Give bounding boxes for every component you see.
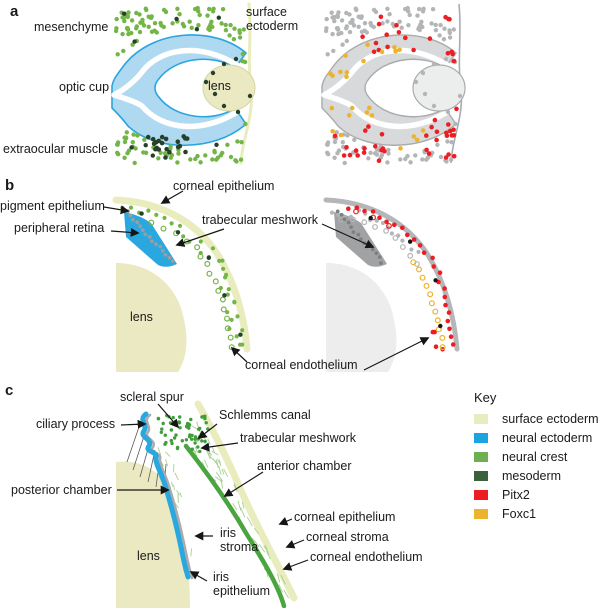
label-lens-c: lens	[137, 549, 160, 563]
corneal-epithelium-band-c	[194, 400, 298, 602]
panel-a-left-diagram	[111, 2, 256, 166]
iris-pigment-layer-line	[145, 413, 194, 580]
arrow-pigment-epithelium	[103, 205, 130, 215]
mesoderm-dots-b	[139, 211, 243, 337]
lens-shape-gray	[412, 64, 466, 112]
key-label: neural crest	[502, 450, 568, 464]
corneal-endothelium-band-c	[183, 443, 287, 608]
label-optic-cup: optic cup	[59, 80, 110, 94]
panel-b-left-diagram	[116, 200, 247, 372]
pigment-epithelium-dots	[126, 209, 175, 263]
label-peripheral-retina: peripheral retina	[14, 221, 105, 235]
key-swatch-mesoderm	[474, 471, 488, 481]
key-swatch-neural-ectoderm	[474, 433, 488, 443]
arrow-corneal-epithelium-b	[160, 190, 184, 204]
mesoderm-dots	[122, 11, 253, 160]
pitx2-dots-b	[346, 205, 456, 352]
label-schlemms-canal: Schlemms canal	[219, 408, 311, 422]
label-iris-stroma: iris stroma	[220, 526, 259, 554]
label-trabecular-meshwork-b: trabecular meshwork	[202, 213, 319, 227]
panel-c-diagram	[116, 400, 298, 608]
arrow-corneal-stroma-c	[285, 539, 305, 549]
label-extraocular-muscle: extraocular muscle	[3, 142, 108, 156]
key-swatch-pitx2	[474, 490, 488, 500]
key-swatch-surface-ectoderm	[474, 414, 488, 424]
legend-key: Key surface ectoderm neural ectoderm neu…	[474, 390, 599, 528]
black-dots-b	[368, 215, 443, 329]
arrow-corneal-endothelium-b-right	[363, 337, 430, 371]
label-ciliary-process: ciliary process	[36, 417, 116, 431]
label-iris-epithelium: iris epithelium	[213, 570, 270, 598]
arrow-trabecular-meshwork-b-right	[321, 223, 375, 249]
key-row-mesoderm: mesoderm	[474, 469, 599, 483]
lens-b-shape-gray	[326, 263, 397, 372]
key-row-neural-crest: neural crest	[474, 450, 599, 464]
panel-b-tag: b	[5, 177, 15, 194]
label-anterior-chamber: anterior chamber	[257, 459, 352, 473]
gray-dots	[323, 5, 463, 166]
key-label: Foxc1	[502, 507, 537, 521]
arrow-corneal-endothelium-b-left	[230, 346, 248, 363]
label-corneal-endothelium-c: corneal endothelium	[310, 550, 423, 564]
arrow-iris-epithelium	[189, 571, 208, 582]
panel-c-tag: c	[5, 382, 14, 399]
annotation-arrows	[103, 190, 430, 582]
label-pigment-epithelium: pigment epithelium	[0, 199, 105, 213]
arrow-corneal-endothelium-c	[282, 559, 309, 571]
key-row-pitx2: Pitx2	[474, 488, 599, 502]
key-swatch-neural-crest	[474, 452, 488, 462]
label-scleral-spur: scleral spur	[120, 390, 184, 404]
label-lens-b: lens	[130, 310, 153, 324]
arrow-peripheral-retina	[110, 227, 140, 237]
arrow-trabecular-meshwork-c	[200, 442, 239, 452]
key-label: Pitx2	[502, 488, 530, 502]
label-trabecular-meshwork-c: trabecular meshwork	[240, 431, 357, 445]
key-row-foxc1: Foxc1	[474, 507, 599, 521]
label-posterior-chamber: posterior chamber	[11, 483, 112, 497]
label-corneal-epithelium-b: corneal epithelium	[173, 179, 275, 193]
label-surface-ectoderm: surface ectoderm	[246, 5, 299, 33]
panel-a-tag: a	[10, 3, 19, 20]
key-label: neural ectoderm	[502, 431, 593, 445]
schlemms-canal-dots	[156, 413, 210, 454]
pitx2-dots	[332, 14, 459, 163]
label-lens-a: lens	[208, 79, 231, 93]
label-corneal-epithelium-c: corneal epithelium	[294, 510, 396, 524]
arrow-trabecular-meshwork-b-left	[175, 228, 225, 247]
arrow-corneal-epithelium-c	[278, 517, 293, 526]
arrow-ciliary-process	[120, 419, 147, 429]
foxc1-dots	[327, 42, 426, 151]
key-title: Key	[474, 390, 497, 405]
label-corneal-stroma-c: corneal stroma	[306, 530, 389, 544]
label-mesenchyme: mesenchyme	[34, 20, 109, 34]
arrow-scleral-spur	[157, 403, 180, 429]
key-row-surface-ectoderm: surface ectoderm	[474, 412, 599, 426]
arrow-schlemms-canal	[197, 423, 218, 440]
key-label: mesoderm	[502, 469, 562, 483]
key-label: surface ectoderm	[502, 412, 599, 426]
label-corneal-endothelium-b: corneal endothelium	[245, 358, 358, 372]
key-row-neural-ectoderm: neural ectoderm	[474, 431, 599, 445]
arrow-anterior-chamber	[223, 471, 264, 497]
key-swatch-foxc1	[474, 509, 488, 519]
ciliary-iris-epithelium-line	[140, 411, 191, 580]
